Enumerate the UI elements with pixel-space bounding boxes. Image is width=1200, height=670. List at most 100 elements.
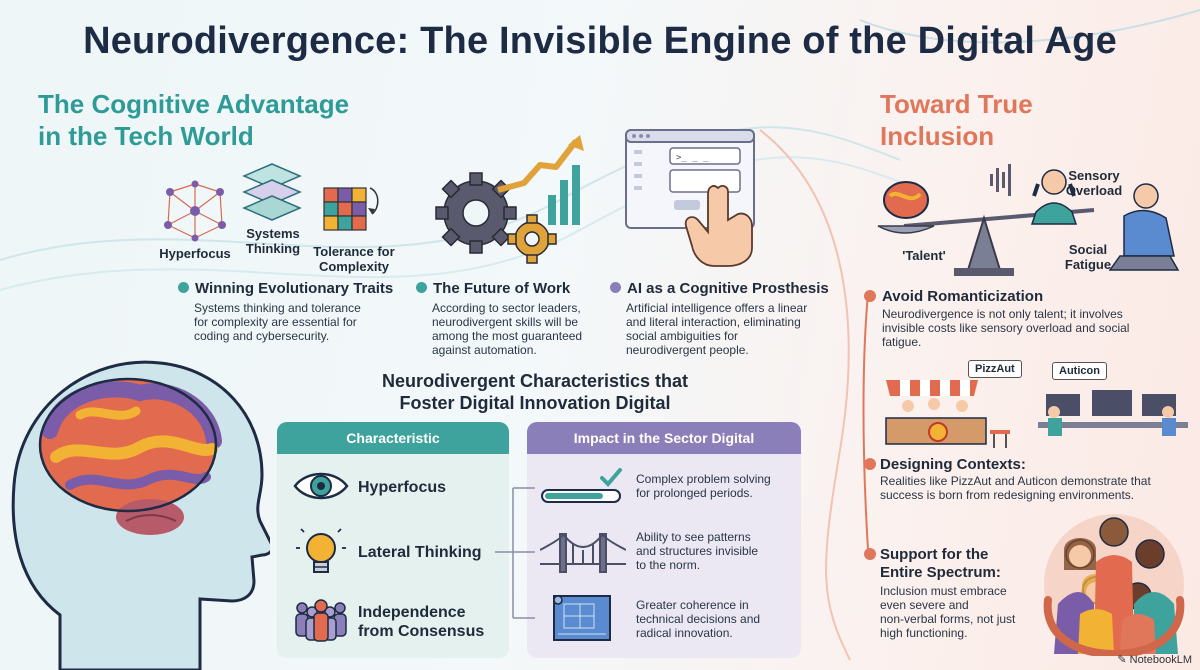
item-body-line: non-verbal forms, not just xyxy=(880,612,1016,626)
card-body-line: According to sector leaders, xyxy=(432,301,581,315)
item-body-line: Inclusion must embrace xyxy=(880,584,1007,598)
item-support-spectrum-title: Support for the Entire Spectrum: xyxy=(880,546,1030,582)
scale-label-talent: 'Talent' xyxy=(902,248,946,263)
trait-systems-line2: Thinking xyxy=(245,241,301,256)
eye-icon xyxy=(293,472,349,500)
auticon-sign: Auticon xyxy=(1052,362,1107,380)
item-title-line: Avoid Romanticization xyxy=(882,288,1044,305)
card-body-line: among the most guaranteed xyxy=(432,329,583,343)
impact-line: to the norm. xyxy=(636,558,701,572)
crowd-icon xyxy=(295,599,347,642)
progress-check-icon xyxy=(541,468,622,503)
card-body-line: coding and cybersecurity. xyxy=(194,329,330,343)
card-body-line: Systems thinking and tolerance xyxy=(194,301,361,315)
right-section-heading: Toward True Inclusion xyxy=(880,88,1180,152)
network-icon xyxy=(164,180,226,242)
left-heading-line1: The Cognitive Advantage xyxy=(38,89,350,119)
table-title: Neurodivergent Characteristics that Fost… xyxy=(320,370,750,414)
card-evolutionary-title-text: Winning Evolutionary Traits xyxy=(195,280,394,297)
trait-tolerance-line2: Complexity xyxy=(318,259,390,274)
characteristic-line: from Consensus xyxy=(358,623,485,640)
card-body-line: neurodivergent skills will be xyxy=(432,315,579,329)
gears-growth-icon xyxy=(435,135,584,264)
layers-icon xyxy=(242,163,302,221)
sensory-line1: Sensory xyxy=(1068,168,1120,183)
teal-bullet-icon xyxy=(178,282,189,293)
left-heading-line2: in the Tech World xyxy=(38,121,254,151)
card-ai-prosthesis: AI as a Cognitive Prosthesis Artificial … xyxy=(610,280,840,357)
trait-systems-label: Systems Thinking xyxy=(236,226,310,256)
characteristic-hyperfocus: Hyperfocus xyxy=(358,478,446,497)
coral-bullet-icon xyxy=(864,290,876,302)
impact-line: Complex problem solving xyxy=(636,472,771,486)
impact-header: Impact in the Sector Digital xyxy=(527,422,801,454)
sensory-line2: Overload xyxy=(1065,183,1123,198)
lightbulb-icon xyxy=(296,528,346,573)
item-body-line: invisible costs like sensory overload an… xyxy=(882,321,1130,335)
group-hug-illustration xyxy=(1043,514,1185,656)
trait-tolerance-line1: Tolerance for xyxy=(313,244,395,259)
coral-bullet-icon xyxy=(864,548,876,560)
page-title: Neurodivergence: The Invisible Engine of… xyxy=(83,20,1117,62)
card-ai-title: AI as a Cognitive Prosthesis xyxy=(610,280,840,297)
table-title-line2: Foster Digital Innovation Digital xyxy=(399,393,671,413)
impact-line: Ability to see patterns xyxy=(636,530,751,544)
card-body-line: and literal interaction, eliminating xyxy=(626,315,801,329)
impact-line: for prolonged periods. xyxy=(636,486,753,500)
card-evolutionary-title: Winning Evolutionary Traits xyxy=(178,280,408,297)
svg-text:>_ _ _: >_ _ _ xyxy=(676,153,709,163)
teal-bullet-icon xyxy=(416,282,427,293)
impact-line: radical innovation. xyxy=(636,626,733,640)
coral-bullet-icon xyxy=(864,458,876,470)
impact-line: and structures invisible xyxy=(636,544,759,558)
item-avoid-romanticization-body: Neurodivergence is not only talent; it i… xyxy=(882,307,1192,349)
card-future-of-work: The Future of Work According to sector l… xyxy=(416,280,616,357)
impact-independence: Greater coherence in technical decisions… xyxy=(636,598,796,640)
item-body-line: Neurodivergence is not only talent; it i… xyxy=(882,307,1123,321)
card-body-line: against automation. xyxy=(432,343,537,357)
social-line2: Fatigue xyxy=(1064,257,1112,272)
impact-hyperfocus: Complex problem solving for prolonged pe… xyxy=(636,472,796,500)
item-support-spectrum-body: Inclusion must embrace even severe and n… xyxy=(880,584,1030,640)
bridge-icon xyxy=(540,533,626,573)
scale-label-social: Social Fatigue xyxy=(1060,242,1116,272)
item-designing-contexts-title: Designing Contexts: xyxy=(880,456,1180,474)
item-body-line: high functioning. xyxy=(880,626,968,640)
social-line1: Social xyxy=(1068,242,1108,257)
characteristic-header: Characteristic xyxy=(277,422,509,454)
trait-tolerance-label: Tolerance for Complexity xyxy=(306,244,402,274)
item-title-line: Designing Contexts: xyxy=(880,456,1026,473)
trait-hyperfocus-label: Hyperfocus xyxy=(159,246,231,261)
notebooklm-credit: ✎ NotebookLM xyxy=(1117,654,1192,666)
impact-line: Greater coherence in xyxy=(636,598,749,612)
impact-line: technical decisions and xyxy=(636,612,761,626)
scale-label-sensory: Sensory Overload xyxy=(1062,168,1126,198)
head-brain-illustration xyxy=(11,360,270,670)
card-body-line: for complexity are essential for xyxy=(194,315,357,329)
card-body-line: Artificial intelligence offers a linear xyxy=(626,301,808,315)
card-evolutionary-traits: Winning Evolutionary Traits Systems thin… xyxy=(178,280,408,343)
timeline-line xyxy=(862,293,869,551)
trait-systems-line1: Systems xyxy=(246,226,300,241)
item-body-line: fatigue. xyxy=(882,335,922,349)
item-body-line: Realities like PizzAut and Auticon demon… xyxy=(880,474,1151,488)
pizzaut-sign: PizzAut xyxy=(968,360,1022,378)
characteristic-line: Lateral Thinking xyxy=(358,544,482,561)
card-evolutionary-body: Systems thinking and tolerance for compl… xyxy=(178,301,408,343)
purple-bullet-icon xyxy=(610,282,621,293)
characteristic-lateral-thinking: Lateral Thinking xyxy=(358,543,482,562)
characteristic-line: Hyperfocus xyxy=(358,479,447,496)
connector-bracket xyxy=(495,487,535,619)
left-section-heading: The Cognitive Advantage in the Tech Worl… xyxy=(38,88,418,152)
card-future-title: The Future of Work xyxy=(416,280,616,297)
card-future-body: According to sector leaders, neurodiverg… xyxy=(416,301,616,357)
card-body-line: neurodivergent people. xyxy=(626,343,749,357)
right-heading-line1: Toward True xyxy=(880,89,1033,119)
characteristic-independence: Independence from Consensus xyxy=(358,603,484,641)
blueprint-icon xyxy=(553,595,611,641)
balance-scale-illustration xyxy=(877,164,1180,276)
card-body-line: social ambiguities for xyxy=(626,329,739,343)
item-avoid-romanticization-title: Avoid Romanticization xyxy=(882,288,1182,306)
characteristic-line: Independence xyxy=(358,604,466,621)
item-body-line: success is born from redesigning environ… xyxy=(880,488,1135,502)
